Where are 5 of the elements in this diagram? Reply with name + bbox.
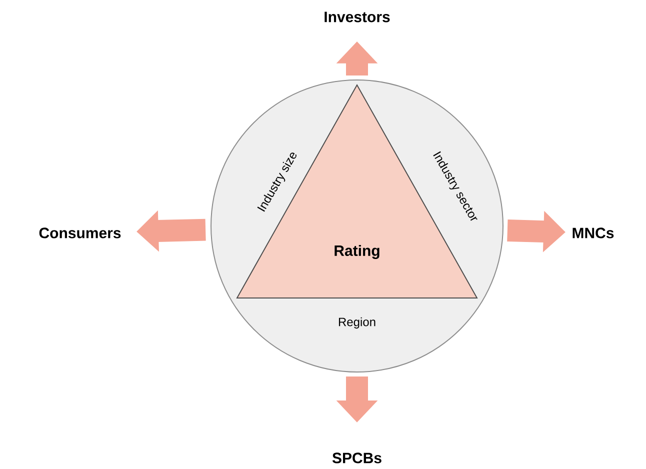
stakeholder-label: MNCs (572, 228, 614, 238)
stakeholder-label: Investors (324, 12, 390, 22)
stakeholder-label: SPCBs (332, 452, 382, 464)
stakeholder-label: Consumers (39, 228, 121, 238)
segment-label: Region (338, 317, 376, 329)
